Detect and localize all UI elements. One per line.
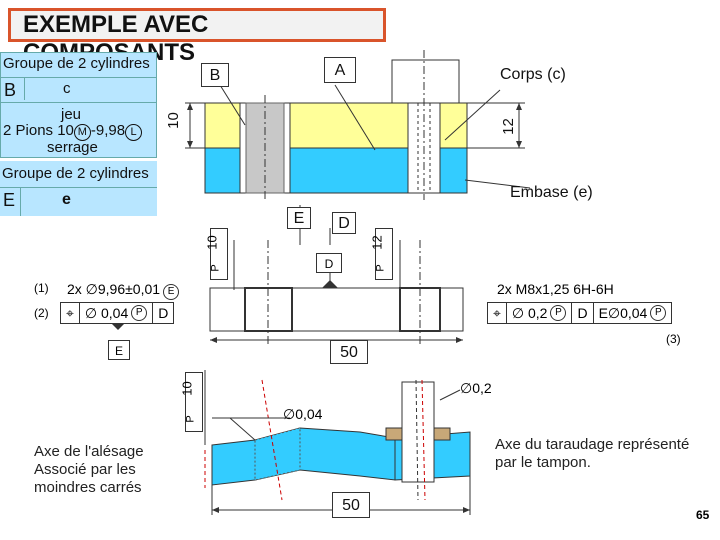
group-top-row: B c bbox=[1, 77, 156, 103]
label-b: B bbox=[1, 78, 25, 100]
modifier-p-icon-right2: P bbox=[650, 305, 667, 321]
dim-10-box: 10 P bbox=[205, 228, 228, 280]
dim-50-mid: 50 bbox=[330, 340, 368, 364]
screw-head bbox=[391, 59, 460, 104]
group-bottom-label: Groupe de 2 cylindres bbox=[2, 165, 149, 182]
fcf-left-datum: D bbox=[158, 305, 169, 321]
pions-mid: -9,98 bbox=[90, 122, 126, 139]
panel-divider-v bbox=[20, 187, 21, 216]
note-3: (3) bbox=[666, 332, 681, 346]
embase-distorted bbox=[211, 427, 396, 486]
group-top-label: Groupe de 2 cylindres bbox=[3, 55, 150, 72]
modifier-p-icon-right: P bbox=[550, 305, 567, 321]
serrage-label: serrage bbox=[47, 139, 98, 156]
p-mid-right: P bbox=[374, 264, 387, 272]
datum-d-triangle bbox=[322, 280, 338, 288]
fcf-right-datum: D bbox=[572, 303, 594, 323]
position-symbol-icon: ⌖ bbox=[61, 303, 80, 323]
label-e-small: e bbox=[62, 191, 71, 208]
note-right: Axe du taraudage représenté par le tampo… bbox=[495, 436, 690, 471]
jeu-label: jeu bbox=[61, 106, 82, 123]
group-top-panel: Groupe de 2 cylindres B c jeu 2 Pions 10… bbox=[0, 52, 157, 158]
datum-d-box: D bbox=[316, 253, 342, 273]
label-e-box: E bbox=[287, 207, 311, 229]
position-symbol-icon-right: ⌖ bbox=[488, 303, 507, 323]
slide-title: EXEMPLE AVEC COMPOSANTS bbox=[8, 8, 386, 66]
group-bottom-panel: Groupe de 2 cylindres E e bbox=[0, 161, 157, 216]
thread-spec: 2x M8x1,25 6H-6H bbox=[497, 281, 614, 297]
label-b-box: B bbox=[201, 63, 229, 87]
dim-10-lower: 10 bbox=[179, 381, 195, 396]
dim-10-mid: 10 bbox=[204, 235, 220, 250]
modifier-e-icon: E bbox=[163, 284, 180, 300]
p-mid-left: P bbox=[209, 264, 222, 272]
corps-label: Corps (c) bbox=[500, 66, 566, 83]
page-number: 65 bbox=[696, 508, 710, 522]
tol-02-label: ∅0,2 bbox=[460, 380, 492, 396]
embase-label: Embase (e) bbox=[510, 184, 593, 201]
dim-50-lower: 50 bbox=[332, 492, 370, 518]
pions-prefix: 2 Pions 10 bbox=[3, 122, 74, 139]
note-left: Axe de l'alésage Associé par les moindre… bbox=[34, 443, 144, 496]
label-a-box: A bbox=[324, 57, 356, 83]
label-c: c bbox=[63, 80, 71, 97]
dim-10-assembly: 10 bbox=[164, 112, 182, 129]
p-lower: P bbox=[184, 415, 197, 423]
label-d-box: D bbox=[332, 212, 356, 234]
modifier-p-icon: P bbox=[131, 305, 148, 321]
note-1: (1) bbox=[34, 281, 49, 295]
tol-004-label: ∅0,04 bbox=[283, 406, 323, 422]
modifier-m-icon: M bbox=[73, 124, 91, 141]
datum-e-box: E bbox=[108, 340, 130, 360]
dim-12-assembly: 12 bbox=[499, 118, 517, 135]
dim-12-mid: 12 bbox=[369, 235, 385, 250]
label-e-big: E bbox=[3, 190, 16, 210]
note-2: (2) bbox=[34, 306, 49, 320]
panel-divider bbox=[0, 187, 157, 188]
dim-12-box: 12 P bbox=[370, 228, 393, 280]
dim-10-lower-box: 10 P bbox=[180, 372, 203, 432]
modifier-l-icon: L bbox=[125, 124, 143, 141]
hole-spec-text: 2x ∅9,96±0,01 bbox=[67, 281, 161, 297]
screw-lower bbox=[401, 381, 435, 483]
